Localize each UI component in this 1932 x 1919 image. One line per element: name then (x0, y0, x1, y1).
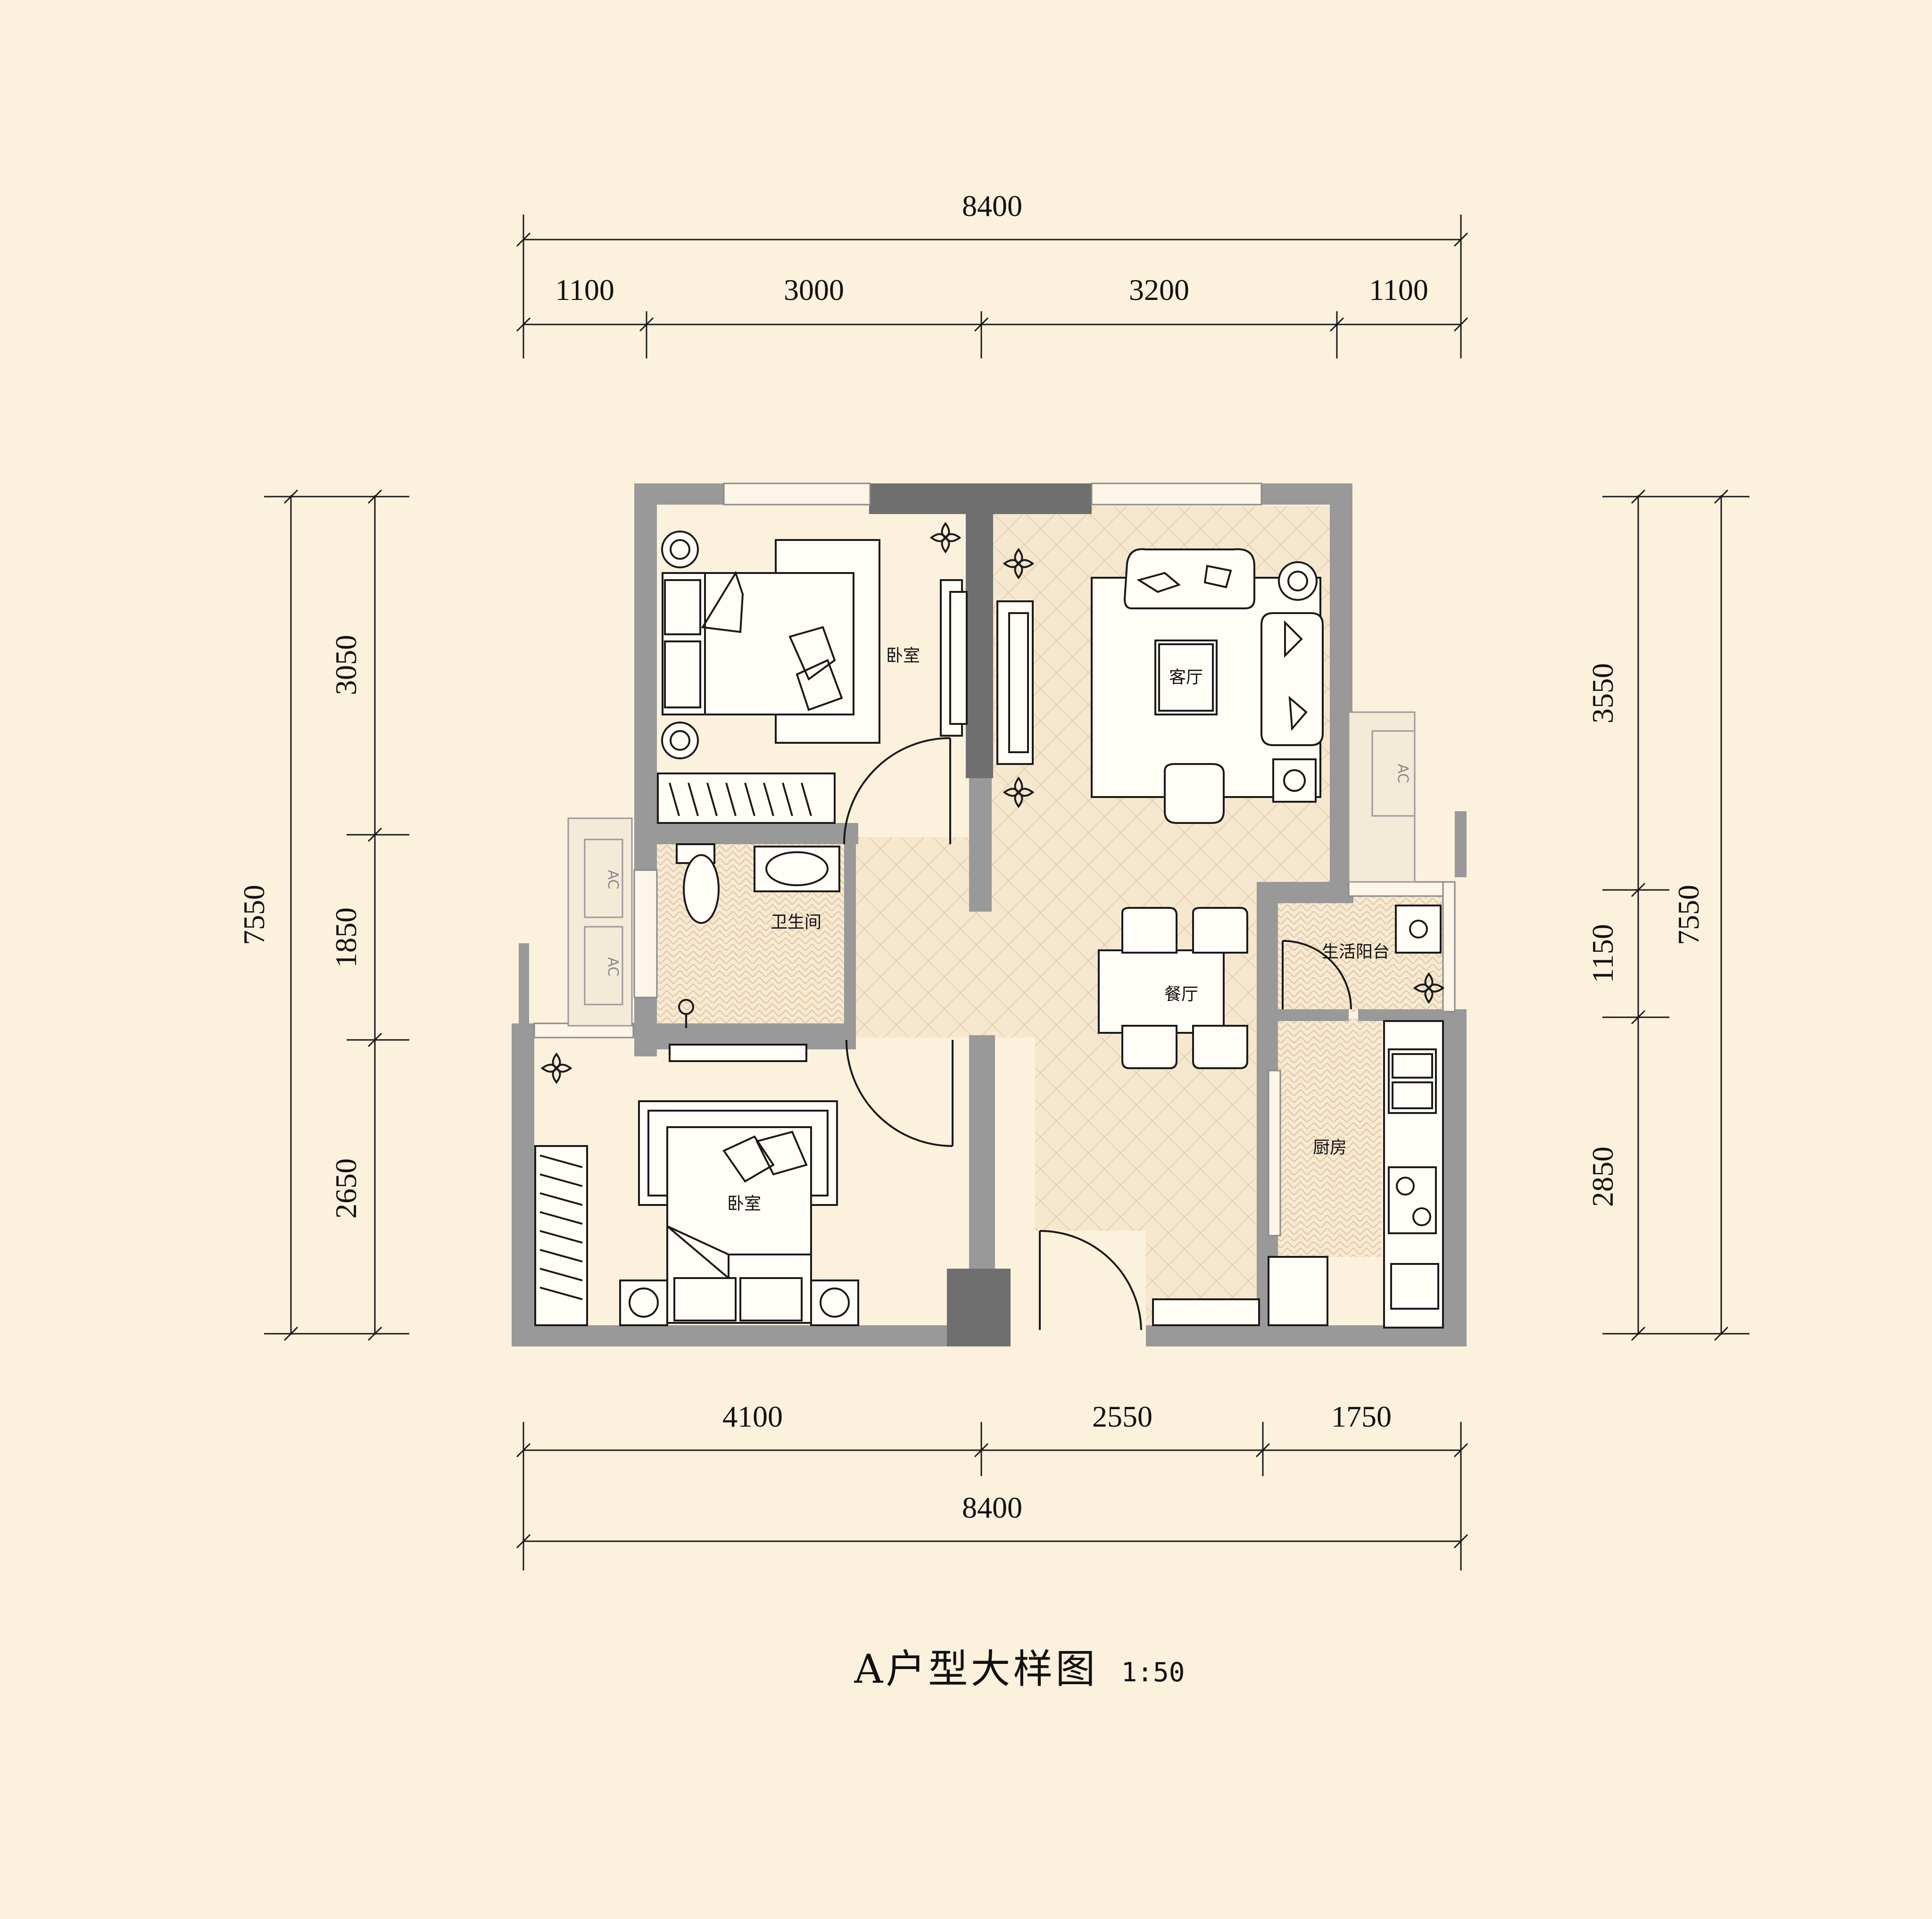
plant-icon (1413, 972, 1445, 1004)
windows (533, 482, 1456, 1237)
top-dimension-3: 3200 (1129, 273, 1189, 307)
top-dimension-lines (516, 215, 1468, 358)
plan-scale: 1:50 (1121, 1657, 1185, 1688)
living-room-furniture (996, 548, 1324, 824)
top-total-dimension: 8400 (962, 189, 1022, 223)
plant-icon (540, 1052, 572, 1084)
room-label-bathroom: 卫生间 (771, 913, 821, 932)
ac-label-left-upper: AC (605, 870, 621, 889)
bottom-bedroom-furniture (534, 1100, 1260, 1326)
bottom-total-dimension: 8400 (962, 1491, 1022, 1524)
bottom-dimension-2: 2550 (1092, 1400, 1153, 1433)
top-dimension-1: 1100 (555, 273, 614, 307)
room-label-kitchen: 厨房 (1313, 1138, 1347, 1157)
right-dimension-1: 3550 (1586, 663, 1619, 723)
bathroom-fixtures (669, 843, 840, 1062)
left-dimension-1: 3050 (329, 635, 363, 695)
top-dimension-2: 3000 (784, 273, 844, 307)
ac-units (567, 711, 1416, 1027)
right-total-dimension: 7550 (1672, 885, 1705, 945)
kitchen-fixtures (1268, 1020, 1444, 1329)
room-label-balcony: 生活阳台 (1322, 942, 1390, 962)
right-dimension-2: 1150 (1586, 924, 1619, 983)
balcony-fixtures (1395, 905, 1442, 954)
plant-icon (929, 522, 962, 554)
structural-columns (869, 483, 1092, 1346)
left-dimension-lines (264, 489, 409, 1341)
top-dimension-4: 1100 (1369, 273, 1428, 307)
top-bedroom-furniture (657, 531, 968, 824)
doors (843, 737, 1352, 1330)
left-dimension-3: 2650 (329, 1158, 363, 1219)
bottom-dimension-lines (516, 1422, 1468, 1570)
ac-label-left-lower: AC (605, 957, 621, 977)
room-label-bedroom-top: 卧室 (886, 646, 920, 665)
plant-icons (540, 522, 1445, 1084)
bottom-dimension-1: 4100 (722, 1400, 783, 1433)
right-dimension-lines (1602, 489, 1750, 1341)
dining-furniture (1098, 907, 1248, 1069)
left-total-dimension: 7550 (237, 885, 271, 945)
plan-title: A户型大样图 (854, 1646, 1098, 1692)
plant-icon (1003, 548, 1035, 580)
ac-label-right: AC (1394, 764, 1411, 783)
plant-icon (1003, 776, 1035, 808)
bottom-dimension-3: 1750 (1331, 1400, 1392, 1433)
room-label-living: 客厅 (1169, 668, 1203, 687)
left-dimension-2: 1850 (329, 907, 363, 968)
room-label-dining: 餐厅 (1164, 985, 1198, 1004)
walls (512, 483, 1467, 1346)
room-label-bedroom-bottom: 卧室 (727, 1194, 761, 1213)
right-dimension-3: 2850 (1586, 1146, 1619, 1207)
